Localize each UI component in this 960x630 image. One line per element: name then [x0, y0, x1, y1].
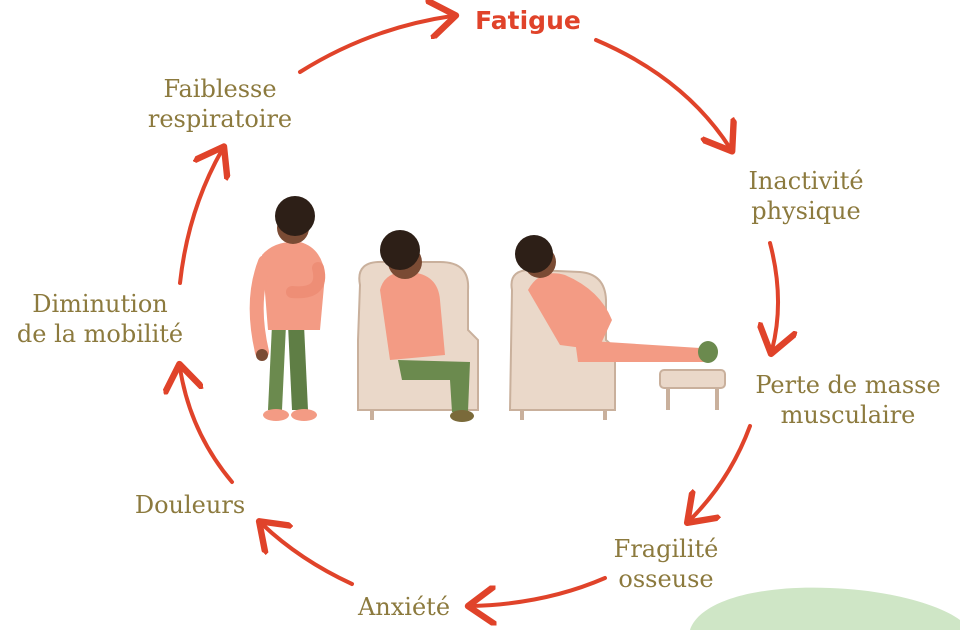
- label-pain: Douleurs: [135, 490, 245, 520]
- label-anxiety: Anxiété: [358, 592, 450, 622]
- label-fatigue: Fatigue: [475, 6, 581, 36]
- label-inactivity: Inactivité physique: [748, 166, 863, 226]
- label-fatigue-line: Fatigue: [475, 6, 581, 36]
- label-muscle-loss-line1: Perte de masse: [755, 370, 940, 400]
- label-respiratory-line1: Faiblesse: [148, 74, 292, 104]
- label-mobility-line1: Diminution: [17, 289, 183, 319]
- label-muscle-loss: Perte de masse musculaire: [755, 370, 940, 430]
- standing-person: [256, 196, 325, 421]
- label-bone-fragility: Fragilité osseuse: [614, 534, 719, 594]
- footstool: [660, 370, 725, 410]
- label-mobility: Diminution de la mobilité: [17, 289, 183, 349]
- label-pain-line: Douleurs: [135, 490, 245, 520]
- label-respiratory: Faiblesse respiratoire: [148, 74, 292, 134]
- label-respiratory-line2: respiratoire: [148, 104, 292, 134]
- label-mobility-line2: de la mobilité: [17, 319, 183, 349]
- label-inactivity-line1: Inactivité: [748, 166, 863, 196]
- label-bone-fragility-line2: osseuse: [614, 564, 719, 594]
- label-muscle-loss-line2: musculaire: [755, 400, 940, 430]
- label-bone-fragility-line1: Fragilité: [614, 534, 719, 564]
- label-inactivity-line2: physique: [748, 196, 863, 226]
- label-anxiety-line: Anxiété: [358, 592, 450, 622]
